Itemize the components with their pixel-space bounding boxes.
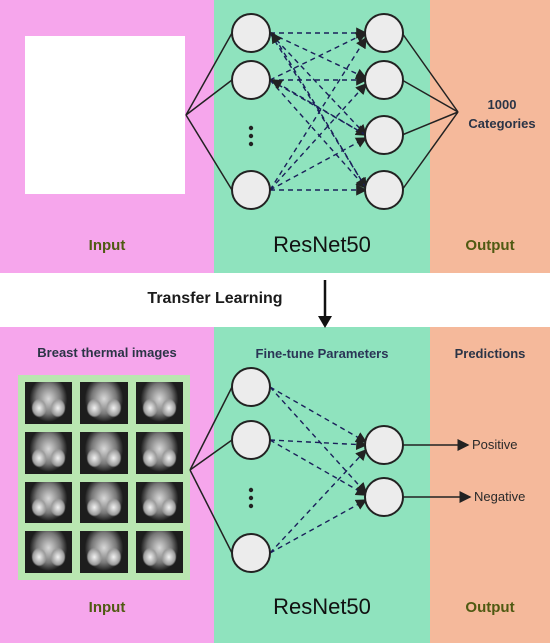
transfer-learning-label: Transfer Learning [147,290,283,307]
bottom-input-label: Input [88,599,126,616]
bottom-output-panel [430,327,550,643]
predictions-header: Predictions [454,346,526,361]
thermal-images-header: Breast thermal images [37,345,177,360]
fine-tune-header: Fine-tune Parameters [255,346,389,361]
categories-label: Categories [468,116,536,131]
imagenet-thumbnail-grid [25,36,185,194]
thermal-image [135,531,183,573]
bottom-output-label: Output [465,599,515,616]
top-network-label: ResNet50 [273,232,371,257]
positive-label: Positive [472,437,518,452]
thermal-image [135,481,183,524]
categories-count: 1000 [487,97,517,112]
thermal-image [80,481,128,524]
thermal-image [135,431,183,474]
thermal-image [80,431,128,474]
thermal-image [135,382,183,424]
bottom-network-label: ResNet50 [273,594,371,619]
top-output-panel [430,0,550,273]
thermal-image [25,382,73,424]
top-input-label: Input [88,237,126,254]
thermal-image [25,531,73,573]
thermal-image [80,382,128,424]
thermal-image [25,481,73,524]
top-output-label: Output [465,237,515,254]
thermal-image-grid [18,375,190,580]
thermal-image [80,531,128,573]
negative-label: Negative [474,489,526,504]
thermal-image [25,431,73,474]
